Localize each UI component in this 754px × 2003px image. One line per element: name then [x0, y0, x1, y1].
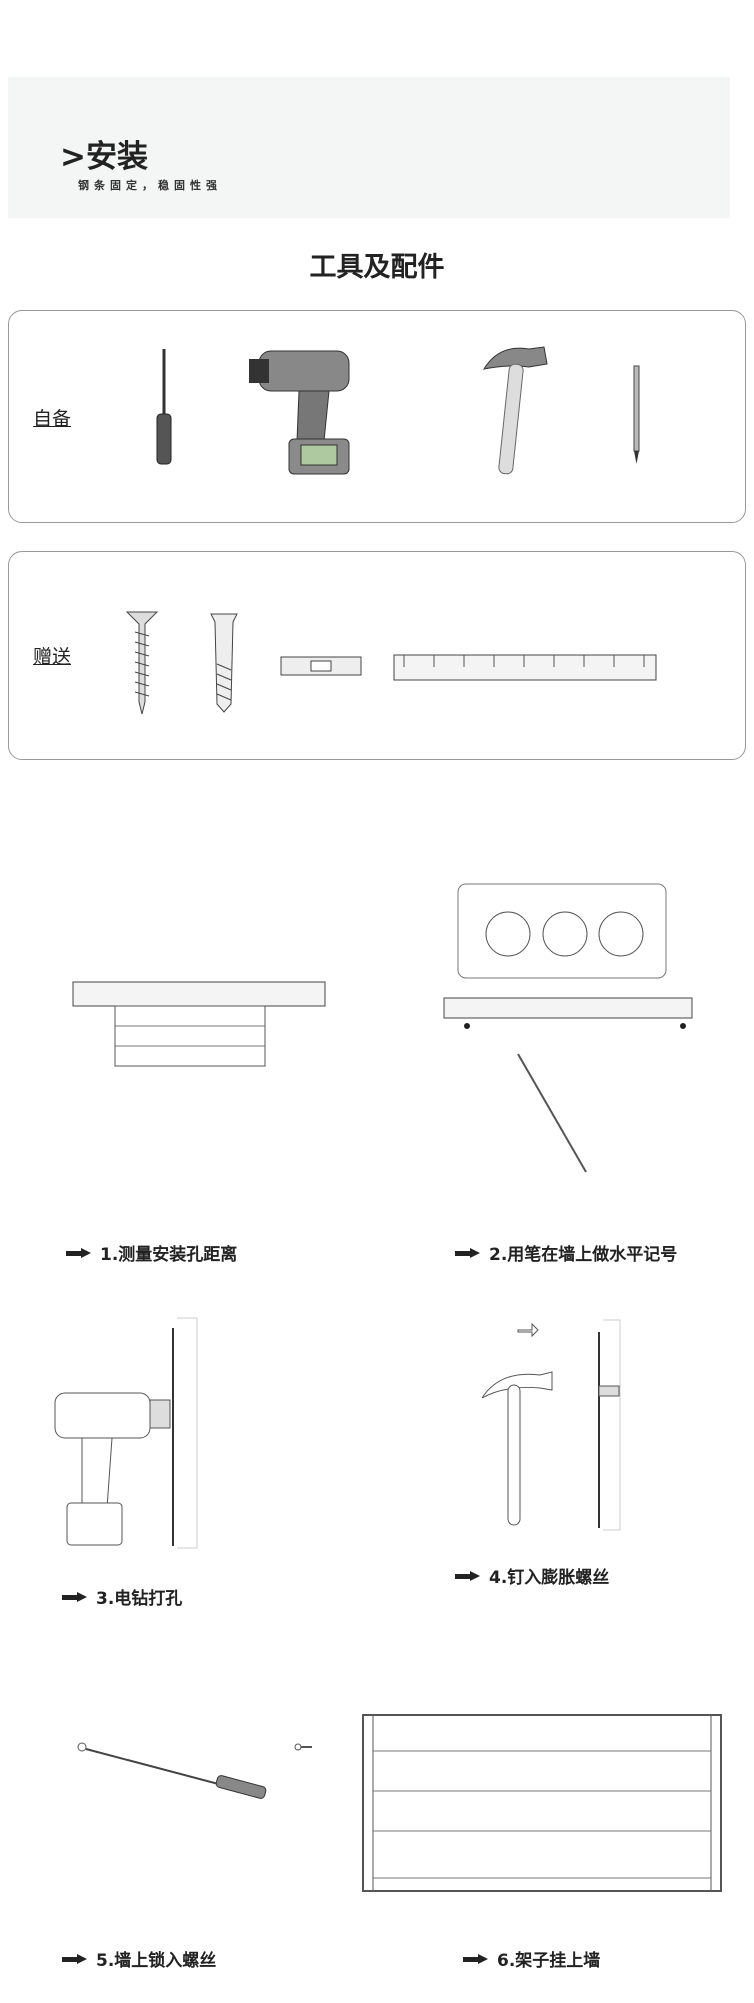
header-banner: >安装 钢条固定，稳固性强: [8, 77, 730, 218]
arrow-right-icon: [66, 1247, 92, 1258]
step-label: 6.架子挂上墙: [497, 1951, 601, 1971]
ruler-icon: [393, 654, 657, 681]
step-1-caption: 1.测量安装孔距离: [66, 1240, 237, 1265]
self-provided-label: 自备: [33, 408, 72, 430]
page-subtitle: 钢条固定，稳固性强: [78, 179, 222, 192]
step-5-caption: 5.墙上锁入螺丝: [62, 1946, 216, 1971]
step2-mark-illustration: [443, 883, 693, 1173]
step-3-caption: 3.电钻打孔: [62, 1584, 182, 1609]
step-label: 1.测量安装孔距离: [100, 1245, 238, 1265]
step1-measure-illustration: [72, 981, 326, 1067]
included-accessories-box: 赠送: [8, 551, 746, 760]
step-label: 4.钉入膨胀螺丝: [489, 1568, 610, 1588]
section-title: 工具及配件: [309, 252, 445, 283]
step5-screwdriver-illustration: [77, 1742, 312, 1799]
step-label: 5.墙上锁入螺丝: [96, 1951, 217, 1971]
step3-drill-illustration: [54, 1317, 198, 1549]
hammer-icon: [482, 346, 548, 475]
arrow-right-icon: [463, 1953, 489, 1964]
screwdriver-icon: [156, 349, 172, 465]
step4-hammer-illustration: [481, 1319, 621, 1531]
arrow-right-icon: [455, 1570, 481, 1581]
spirit-level-icon: [280, 656, 362, 676]
step-4-caption: 4.钉入膨胀螺丝: [455, 1563, 609, 1588]
self-provided-tools-box: 自备: [8, 310, 746, 523]
included-label: 赠送: [33, 646, 72, 668]
arrow-right-icon: [455, 1247, 481, 1258]
page-title: >安装: [60, 139, 148, 175]
step-6-caption: 6.架子挂上墙: [463, 1946, 600, 1971]
wall-anchor-icon: [210, 613, 238, 713]
pencil-icon: [633, 365, 640, 464]
electric-drill-icon: [249, 350, 350, 475]
step-label: 2.用笔在墙上做水平记号: [489, 1245, 678, 1265]
step6-shelf-illustration: [362, 1714, 722, 1892]
step-2-caption: 2.用笔在墙上做水平记号: [455, 1240, 677, 1265]
screw-icon: [125, 611, 159, 715]
arrow-right-icon: [62, 1591, 88, 1602]
step-label: 3.电钻打孔: [96, 1589, 183, 1609]
arrow-right-icon: [62, 1953, 88, 1964]
